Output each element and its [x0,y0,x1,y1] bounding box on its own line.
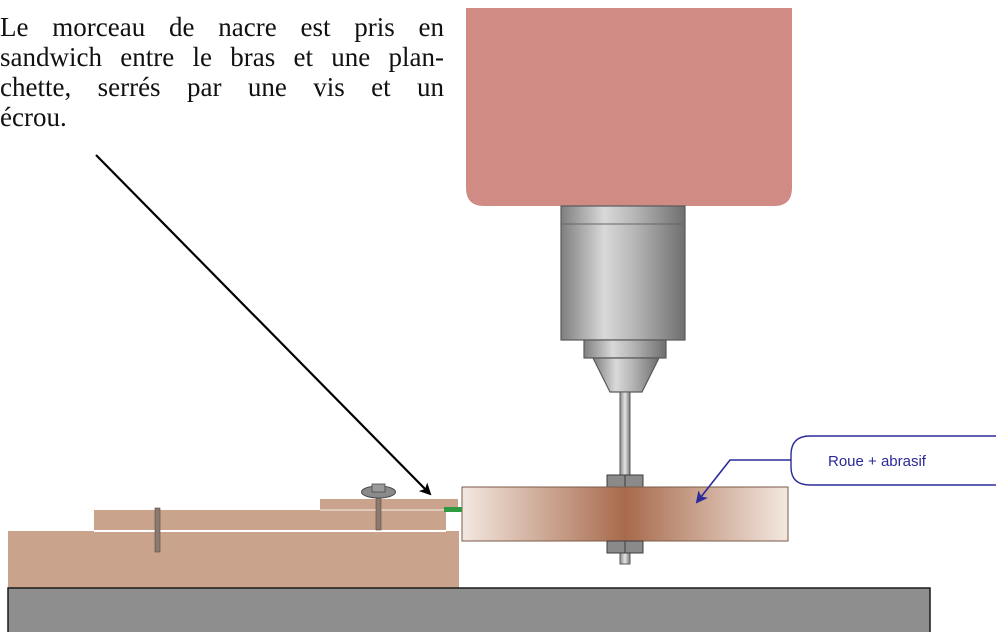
description-line-3: chette, serrés par une vis et un [0,72,444,102]
description-line-2: sandwich entre le bras et une plan- [0,42,444,72]
callout-bubble [790,435,996,486]
pivot-pin [154,507,161,553]
wooden-arm [94,510,446,531]
chuck-jaws [592,357,660,393]
description-line-1: Le morceau de nacre est pris en [0,12,444,42]
wooden-base-block [8,531,459,588]
pointer-arrow [95,154,432,496]
clamp-screw [375,493,382,531]
callout-label: Roue + abrasif [828,453,927,470]
small-board [320,499,458,510]
chuck-collar [583,339,667,359]
abrasive-wheel [461,486,789,542]
chuck-body [560,205,686,341]
description-paragraph: Le morceau de nacre est pris en sandwich… [0,12,444,132]
callout-arrow [695,459,791,504]
nacre-piece [444,507,462,512]
motor-housing [466,8,792,206]
description-line-4: écrou. [0,102,67,132]
machine-table [7,587,931,632]
